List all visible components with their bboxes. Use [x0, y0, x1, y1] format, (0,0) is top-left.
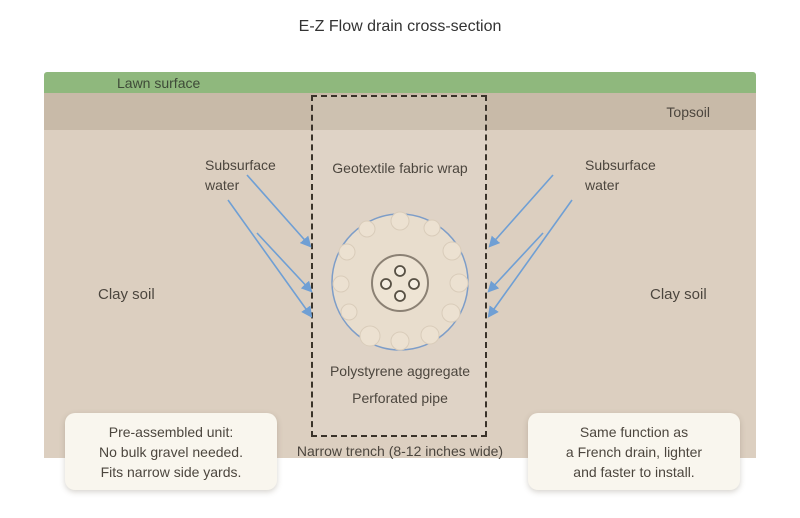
- callout-left-line2: No bulk gravel needed.: [99, 443, 243, 460]
- lawn-surface-band: Lawn surface: [44, 72, 756, 93]
- subsurface-water-label-right: Subsurface water: [585, 157, 656, 193]
- clay-soil-label-left: Clay soil: [98, 286, 155, 303]
- clay-soil-label-right: Clay soil: [650, 286, 707, 303]
- lawn-surface-label: Lawn surface: [117, 74, 201, 91]
- callout-left-line3: Fits narrow side yards.: [100, 463, 242, 480]
- page-title: E-Z Flow drain cross-section: [298, 18, 502, 35]
- callout-left: Pre-assembled unit: No bulk gravel neede…: [65, 413, 277, 490]
- trench-outline: [311, 95, 487, 437]
- trench-width-label: Narrow trench (8-12 inches wide): [296, 443, 504, 459]
- polystyrene-aggregate-label: Polystyrene aggregate: [329, 363, 471, 379]
- callout-right-line1: Same function as: [579, 423, 689, 440]
- topsoil-label: Topsoil: [666, 103, 710, 120]
- callout-left-line1: Pre-assembled unit:: [108, 423, 234, 440]
- topsoil-band: Topsoil: [44, 93, 756, 130]
- callout-right: Same function as a French drain, lighter…: [528, 413, 740, 490]
- subsurface-water-label-left: Subsurface water: [205, 157, 276, 193]
- perforated-pipe-label: Perforated pipe: [352, 390, 448, 406]
- callout-right-line2: a French drain, lighter: [565, 443, 703, 460]
- callout-right-line3: and faster to install.: [573, 463, 695, 480]
- geotextile-label: Geotextile fabric wrap: [332, 160, 468, 176]
